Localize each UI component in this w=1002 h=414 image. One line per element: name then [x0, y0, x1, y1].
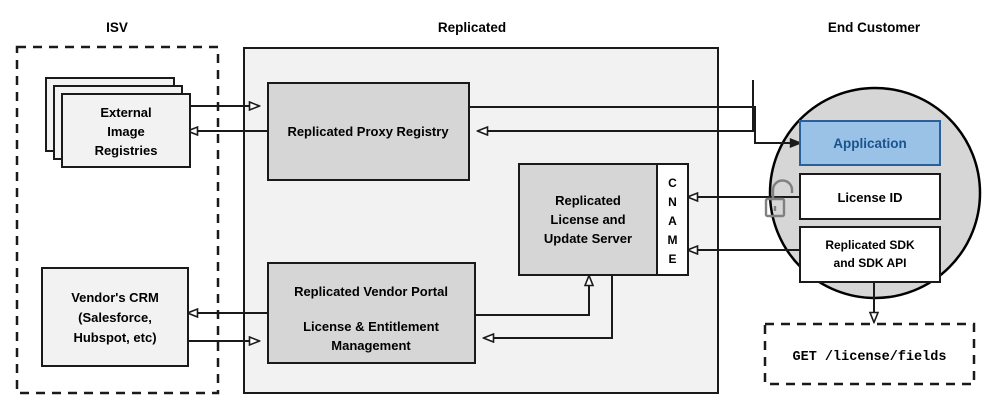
cname-letter-a: A — [668, 214, 677, 228]
vendor-portal-line3: Management — [331, 338, 411, 353]
license-id-label: License ID — [837, 190, 902, 205]
api-call-box — [763, 322, 976, 386]
edge-license-server-to-portal — [484, 268, 613, 338]
vendors-crm-line3: Hubspot, etc) — [73, 330, 156, 345]
license-update-server-line2: License and — [550, 212, 625, 227]
zone-boundary-isv — [15, 45, 220, 395]
cname-letter-n: N — [668, 195, 677, 209]
vendor-portal-line1: Replicated Vendor Portal — [294, 284, 448, 299]
zone-title-replicated: Replicated — [438, 20, 506, 35]
application-label: Application — [833, 136, 907, 151]
replicated-proxy-registry[interactable] — [267, 82, 470, 181]
vendors-crm[interactable] — [41, 267, 189, 367]
external-image-registries[interactable] — [61, 93, 191, 168]
license-update-server-line1: Replicated — [555, 193, 621, 208]
external-image-registries-line1: External — [100, 105, 151, 120]
external-image-registries-line2: Image — [107, 124, 145, 139]
cname-letter-m: M — [668, 233, 678, 247]
api-call-label: GET /license/fields — [793, 350, 947, 365]
cname-letter-e: E — [668, 252, 676, 266]
cname-box[interactable] — [656, 163, 689, 276]
replicated-sdk-box[interactable] — [799, 226, 941, 283]
replicated-sdk-line2: and SDK API — [834, 256, 907, 270]
unlocked-padlock-icon — [764, 179, 794, 218]
zone-title-end-customer: End Customer — [828, 20, 921, 35]
external-image-registries-line3: Registries — [95, 143, 158, 158]
replicated-sdk-line1: Replicated SDK — [825, 238, 915, 252]
vendors-crm-line1: Vendor's CRM — [71, 290, 159, 305]
cname-letter-c: C — [668, 176, 677, 190]
application-box[interactable] — [799, 120, 941, 166]
replicated-vendor-portal[interactable] — [267, 262, 476, 364]
license-update-server-line3: Update Server — [544, 231, 632, 246]
edge-proxy-to-application — [469, 106, 800, 143]
zone-title-isv: ISV — [106, 20, 128, 35]
replicated-proxy-registry-label: Replicated Proxy Registry — [287, 124, 449, 139]
license-id-box[interactable] — [799, 173, 941, 220]
vendors-crm-line2: (Salesforce, — [78, 310, 152, 325]
edge-application-to-proxy — [478, 80, 754, 131]
vendor-portal-line2: License & Entitlement — [303, 319, 439, 334]
edge-portal-to-license-server — [475, 276, 589, 316]
